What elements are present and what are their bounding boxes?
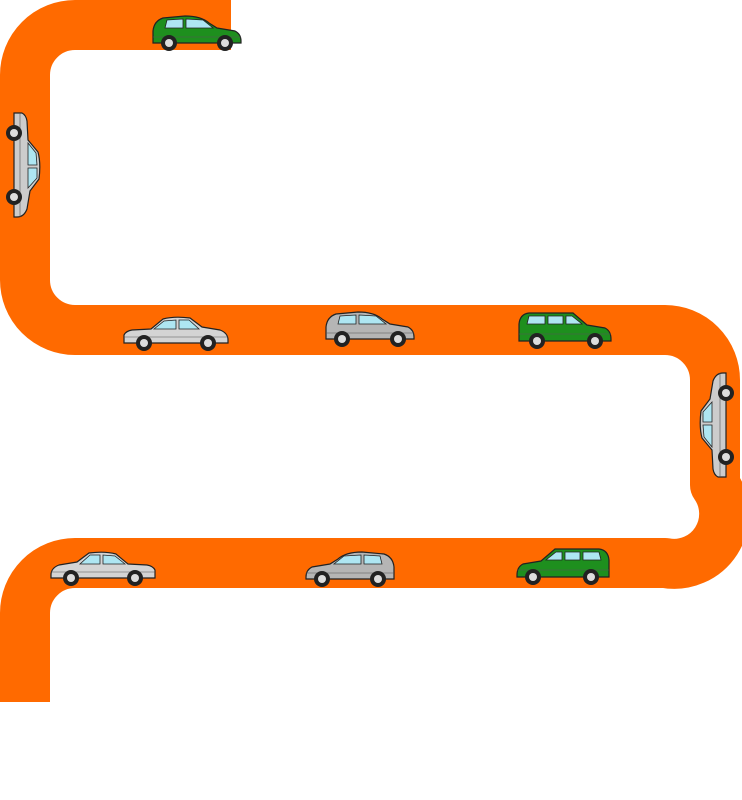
cars-layer <box>5 15 735 588</box>
winding-road <box>0 0 742 702</box>
